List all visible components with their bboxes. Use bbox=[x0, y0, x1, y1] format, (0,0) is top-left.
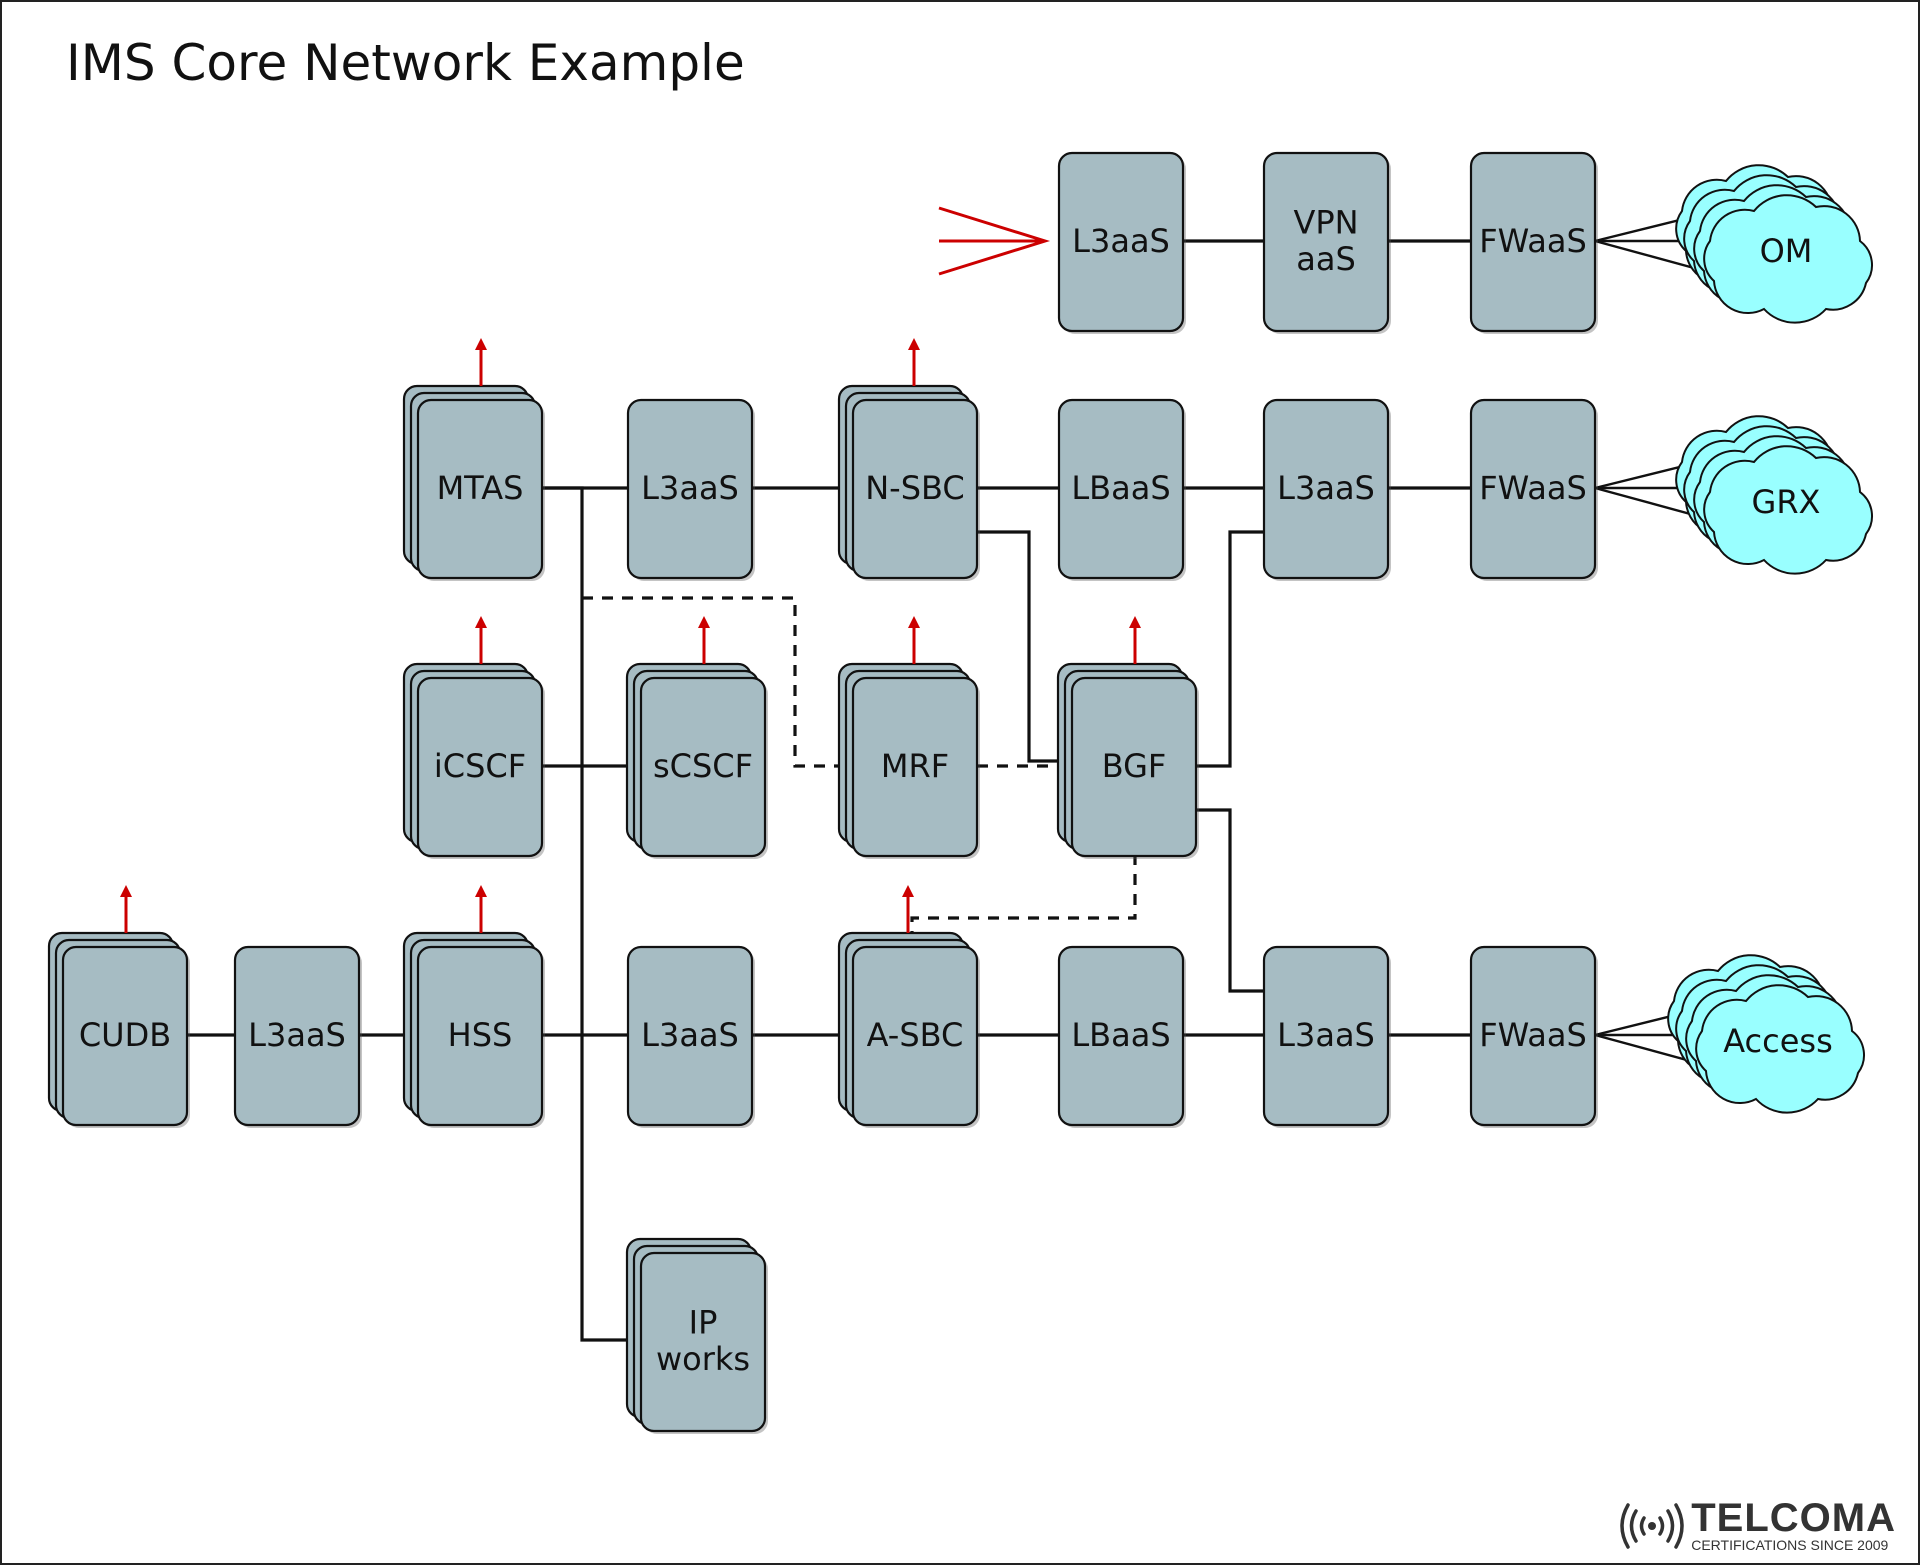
node-l3aas-1[interactable]: L3aaS bbox=[626, 398, 755, 581]
node-icscf[interactable]: iCSCF bbox=[402, 616, 545, 859]
cloud-label-om: OM bbox=[1760, 232, 1813, 270]
logo-tagline: CERTIFICATIONS SINCE 2009 bbox=[1691, 1537, 1889, 1553]
cloud-label-access: Access bbox=[1723, 1022, 1833, 1060]
node-bgf[interactable]: BGF bbox=[1056, 616, 1199, 859]
node-label: LBaaS bbox=[1071, 469, 1170, 507]
node-label: L3aaS bbox=[1277, 1016, 1375, 1054]
cloud-label-grx: GRX bbox=[1752, 483, 1821, 521]
node-l3aas-5[interactable]: L3aaS bbox=[1262, 945, 1391, 1128]
node-lbaas-3[interactable]: LBaaS bbox=[1057, 945, 1186, 1128]
node-scscf[interactable]: sCSCF bbox=[625, 616, 768, 859]
node-label: iCSCF bbox=[434, 747, 526, 785]
node-label: L3aaS bbox=[248, 1016, 346, 1054]
node-label: FWaaS bbox=[1479, 469, 1587, 507]
node-asbc[interactable]: A-SBC bbox=[837, 885, 980, 1128]
node-fwaas-2[interactable]: FWaaS bbox=[1469, 398, 1598, 581]
node-label: L3aaS bbox=[641, 469, 739, 507]
node-label: N-SBC bbox=[865, 469, 965, 507]
link-bgf-l3aas-access bbox=[1196, 808, 1264, 993]
node-l3aas-4[interactable]: L3aaS bbox=[626, 945, 755, 1128]
node-label: MTAS bbox=[437, 469, 524, 507]
link-bgf-l3aas-grx bbox=[1196, 530, 1264, 768]
node-nsbc[interactable]: N-SBC bbox=[837, 338, 980, 581]
node-label: sCSCF bbox=[653, 747, 753, 785]
node-cudb[interactable]: CUDB bbox=[47, 885, 190, 1128]
telcoma-logo: TELCOMA CERTIFICATIONS SINCE 2009 bbox=[1617, 1496, 1896, 1553]
node-label: L3aaS bbox=[1072, 222, 1170, 260]
node-l3aas-3[interactable]: L3aaS bbox=[233, 945, 362, 1128]
node-label: LBaaS bbox=[1071, 1016, 1170, 1054]
node-label: FWaaS bbox=[1479, 222, 1587, 260]
node-label: MRF bbox=[881, 747, 949, 785]
link-bus-ipworks bbox=[543, 486, 641, 1342]
dashed-link-scscf-mrf bbox=[582, 596, 838, 768]
link-nsbc-bgf bbox=[977, 530, 1072, 763]
node-label: CUDB bbox=[79, 1016, 171, 1054]
node-label: L3aaS bbox=[1277, 469, 1375, 507]
node-mtas[interactable]: MTAS bbox=[402, 338, 545, 581]
node-om-fwaas[interactable]: FWaaS bbox=[1469, 151, 1598, 334]
node-fwaas-3[interactable]: FWaaS bbox=[1469, 945, 1598, 1128]
node-om-l3aas[interactable]: L3aaS bbox=[1057, 151, 1186, 334]
node-label: BGF bbox=[1102, 747, 1167, 785]
node-l3aas-2[interactable]: L3aaS bbox=[1262, 398, 1391, 581]
node-label: FWaaS bbox=[1479, 1016, 1587, 1054]
cloud-access: Access bbox=[1594, 954, 1865, 1114]
node-mrf[interactable]: MRF bbox=[837, 616, 980, 859]
node-label: L3aaS bbox=[641, 1016, 739, 1054]
node-label: A-SBC bbox=[867, 1016, 964, 1054]
logo-name: TELCOMA bbox=[1691, 1496, 1896, 1540]
node-hss[interactable]: HSS bbox=[402, 885, 545, 1128]
page-title: IMS Core Network Example bbox=[66, 34, 745, 92]
cloud-grx: GRX bbox=[1594, 415, 1873, 575]
cloud-om: OM bbox=[1594, 164, 1873, 324]
signal-icon bbox=[1620, 1503, 1684, 1549]
node-label: HSS bbox=[448, 1016, 513, 1054]
node-lbaas-1[interactable]: LBaaS bbox=[1057, 398, 1186, 581]
